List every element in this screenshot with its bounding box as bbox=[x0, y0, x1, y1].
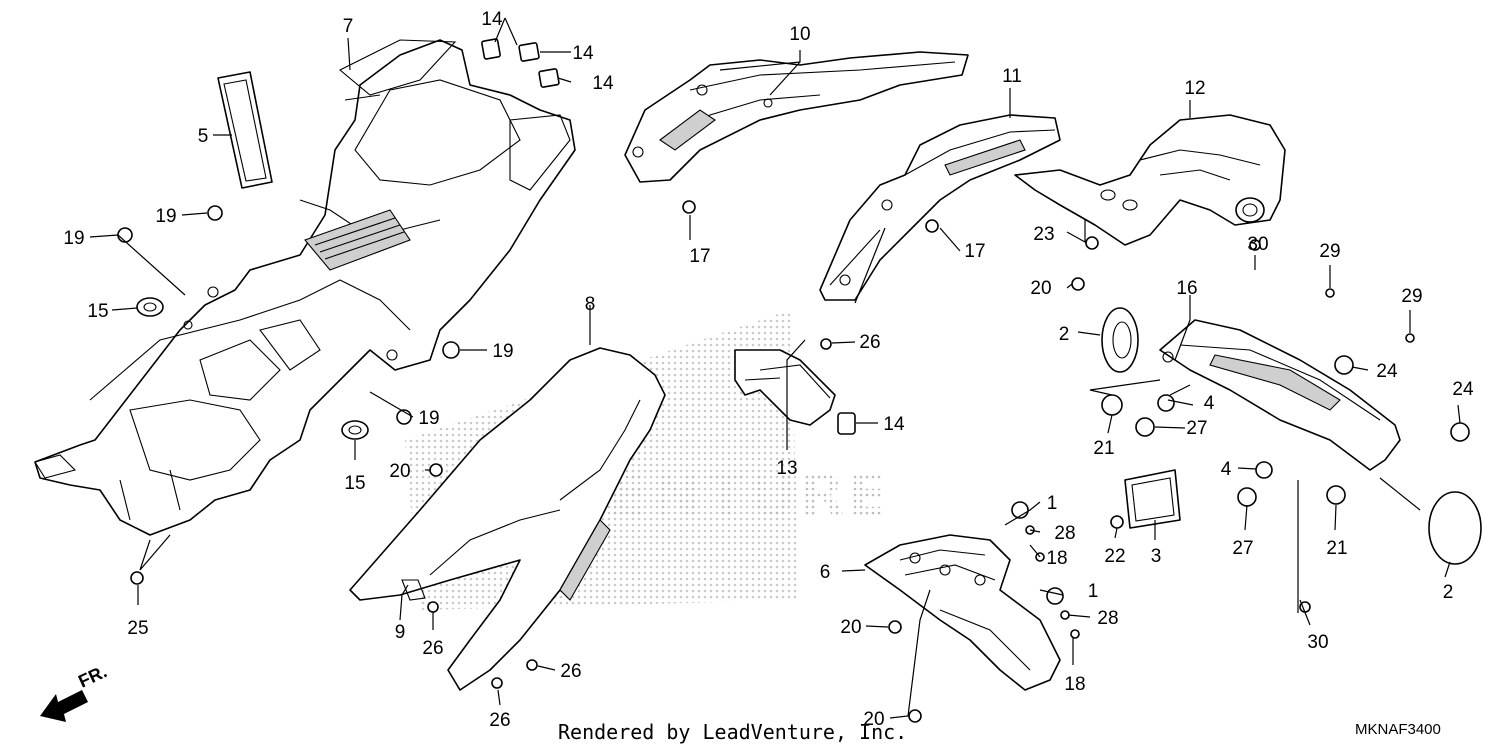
label-6: 6 bbox=[820, 562, 831, 583]
label-21a: 21 bbox=[1093, 438, 1114, 459]
label-20c: 20 bbox=[840, 617, 861, 638]
label-2a: 2 bbox=[1059, 324, 1070, 345]
label-4a: 4 bbox=[1204, 393, 1215, 414]
label-26d: 26 bbox=[489, 710, 510, 731]
label-13: 13 bbox=[776, 458, 797, 479]
label-14a: 14 bbox=[481, 9, 503, 30]
direction-label: FR. bbox=[75, 661, 110, 691]
label-14b: 14 bbox=[572, 43, 594, 64]
label-7: 7 bbox=[343, 16, 354, 37]
label-20d: 20 bbox=[863, 709, 884, 730]
part-reflectors bbox=[1101, 307, 1482, 565]
label-24a: 24 bbox=[1376, 361, 1398, 382]
label-15a: 15 bbox=[87, 301, 108, 322]
label-29a: 29 bbox=[1319, 241, 1340, 262]
label-1a: 1 bbox=[1047, 493, 1058, 514]
label-14c: 14 bbox=[592, 73, 614, 94]
label-12: 12 bbox=[1184, 78, 1205, 99]
label-29b: 29 bbox=[1401, 286, 1422, 307]
label-2b: 2 bbox=[1443, 582, 1454, 603]
label-27a: 27 bbox=[1186, 418, 1207, 439]
label-4b: 4 bbox=[1221, 459, 1232, 480]
label-3: 3 bbox=[1151, 546, 1162, 567]
part-grommets bbox=[136, 297, 369, 440]
part-seat-cowl bbox=[1014, 114, 1286, 246]
label-19b: 19 bbox=[63, 228, 84, 249]
label-17b: 17 bbox=[964, 241, 985, 262]
label-23: 23 bbox=[1033, 224, 1054, 245]
label-19a: 19 bbox=[155, 206, 176, 227]
label-10: 10 bbox=[789, 24, 810, 45]
label-15b: 15 bbox=[344, 473, 365, 494]
label-20b: 20 bbox=[1030, 278, 1051, 299]
label-28a: 28 bbox=[1054, 523, 1075, 544]
label-18b: 18 bbox=[1064, 674, 1085, 695]
label-27b: 27 bbox=[1232, 538, 1253, 559]
label-26b: 26 bbox=[422, 638, 443, 659]
label-19c: 19 bbox=[492, 341, 513, 362]
label-11: 11 bbox=[1002, 66, 1022, 87]
label-17a: 17 bbox=[689, 246, 710, 267]
part-license-bracket bbox=[864, 534, 1061, 691]
part-rear-fender bbox=[349, 347, 666, 691]
label-22: 22 bbox=[1104, 546, 1125, 567]
label-9: 9 bbox=[395, 622, 406, 643]
part-bracket bbox=[734, 349, 836, 426]
label-19d: 19 bbox=[418, 408, 439, 429]
label-8: 8 bbox=[585, 294, 596, 315]
part-number-labels: 7 14 14 14 5 19 19 15 19 19 15 20 25 10 … bbox=[63, 9, 1474, 731]
label-25: 25 bbox=[127, 618, 148, 639]
part-plate-reflector bbox=[1124, 469, 1181, 529]
label-30a: 30 bbox=[1247, 234, 1268, 255]
part-license-holder bbox=[1159, 319, 1401, 471]
label-24b: 24 bbox=[1452, 379, 1474, 400]
part-side-cover-right bbox=[819, 114, 1061, 301]
credit-text: Rendered by LeadVenture, Inc. bbox=[558, 720, 907, 744]
label-21b: 21 bbox=[1326, 538, 1347, 559]
part-rear-inner-fender bbox=[34, 39, 576, 536]
label-14d: 14 bbox=[883, 414, 905, 435]
label-26a: 26 bbox=[859, 332, 880, 353]
label-26c: 26 bbox=[560, 661, 581, 682]
part-bolts bbox=[117, 200, 1099, 723]
label-1b: 1 bbox=[1088, 581, 1099, 602]
front-arrow-icon bbox=[40, 690, 88, 722]
diagram-code: MKNAF3400 bbox=[1355, 721, 1441, 738]
label-5: 5 bbox=[198, 126, 209, 147]
label-30b: 30 bbox=[1307, 632, 1328, 653]
front-direction-indicator: FR. bbox=[40, 661, 110, 722]
label-16: 16 bbox=[1176, 278, 1197, 299]
label-18a: 18 bbox=[1046, 548, 1067, 569]
label-20a: 20 bbox=[389, 461, 410, 482]
part-collars bbox=[481, 38, 856, 435]
leader-lines bbox=[89, 17, 1461, 719]
part-side-cover-left bbox=[624, 51, 969, 183]
part-nuts bbox=[1011, 239, 1470, 639]
label-28b: 28 bbox=[1097, 608, 1118, 629]
part-gasket bbox=[217, 71, 273, 189]
